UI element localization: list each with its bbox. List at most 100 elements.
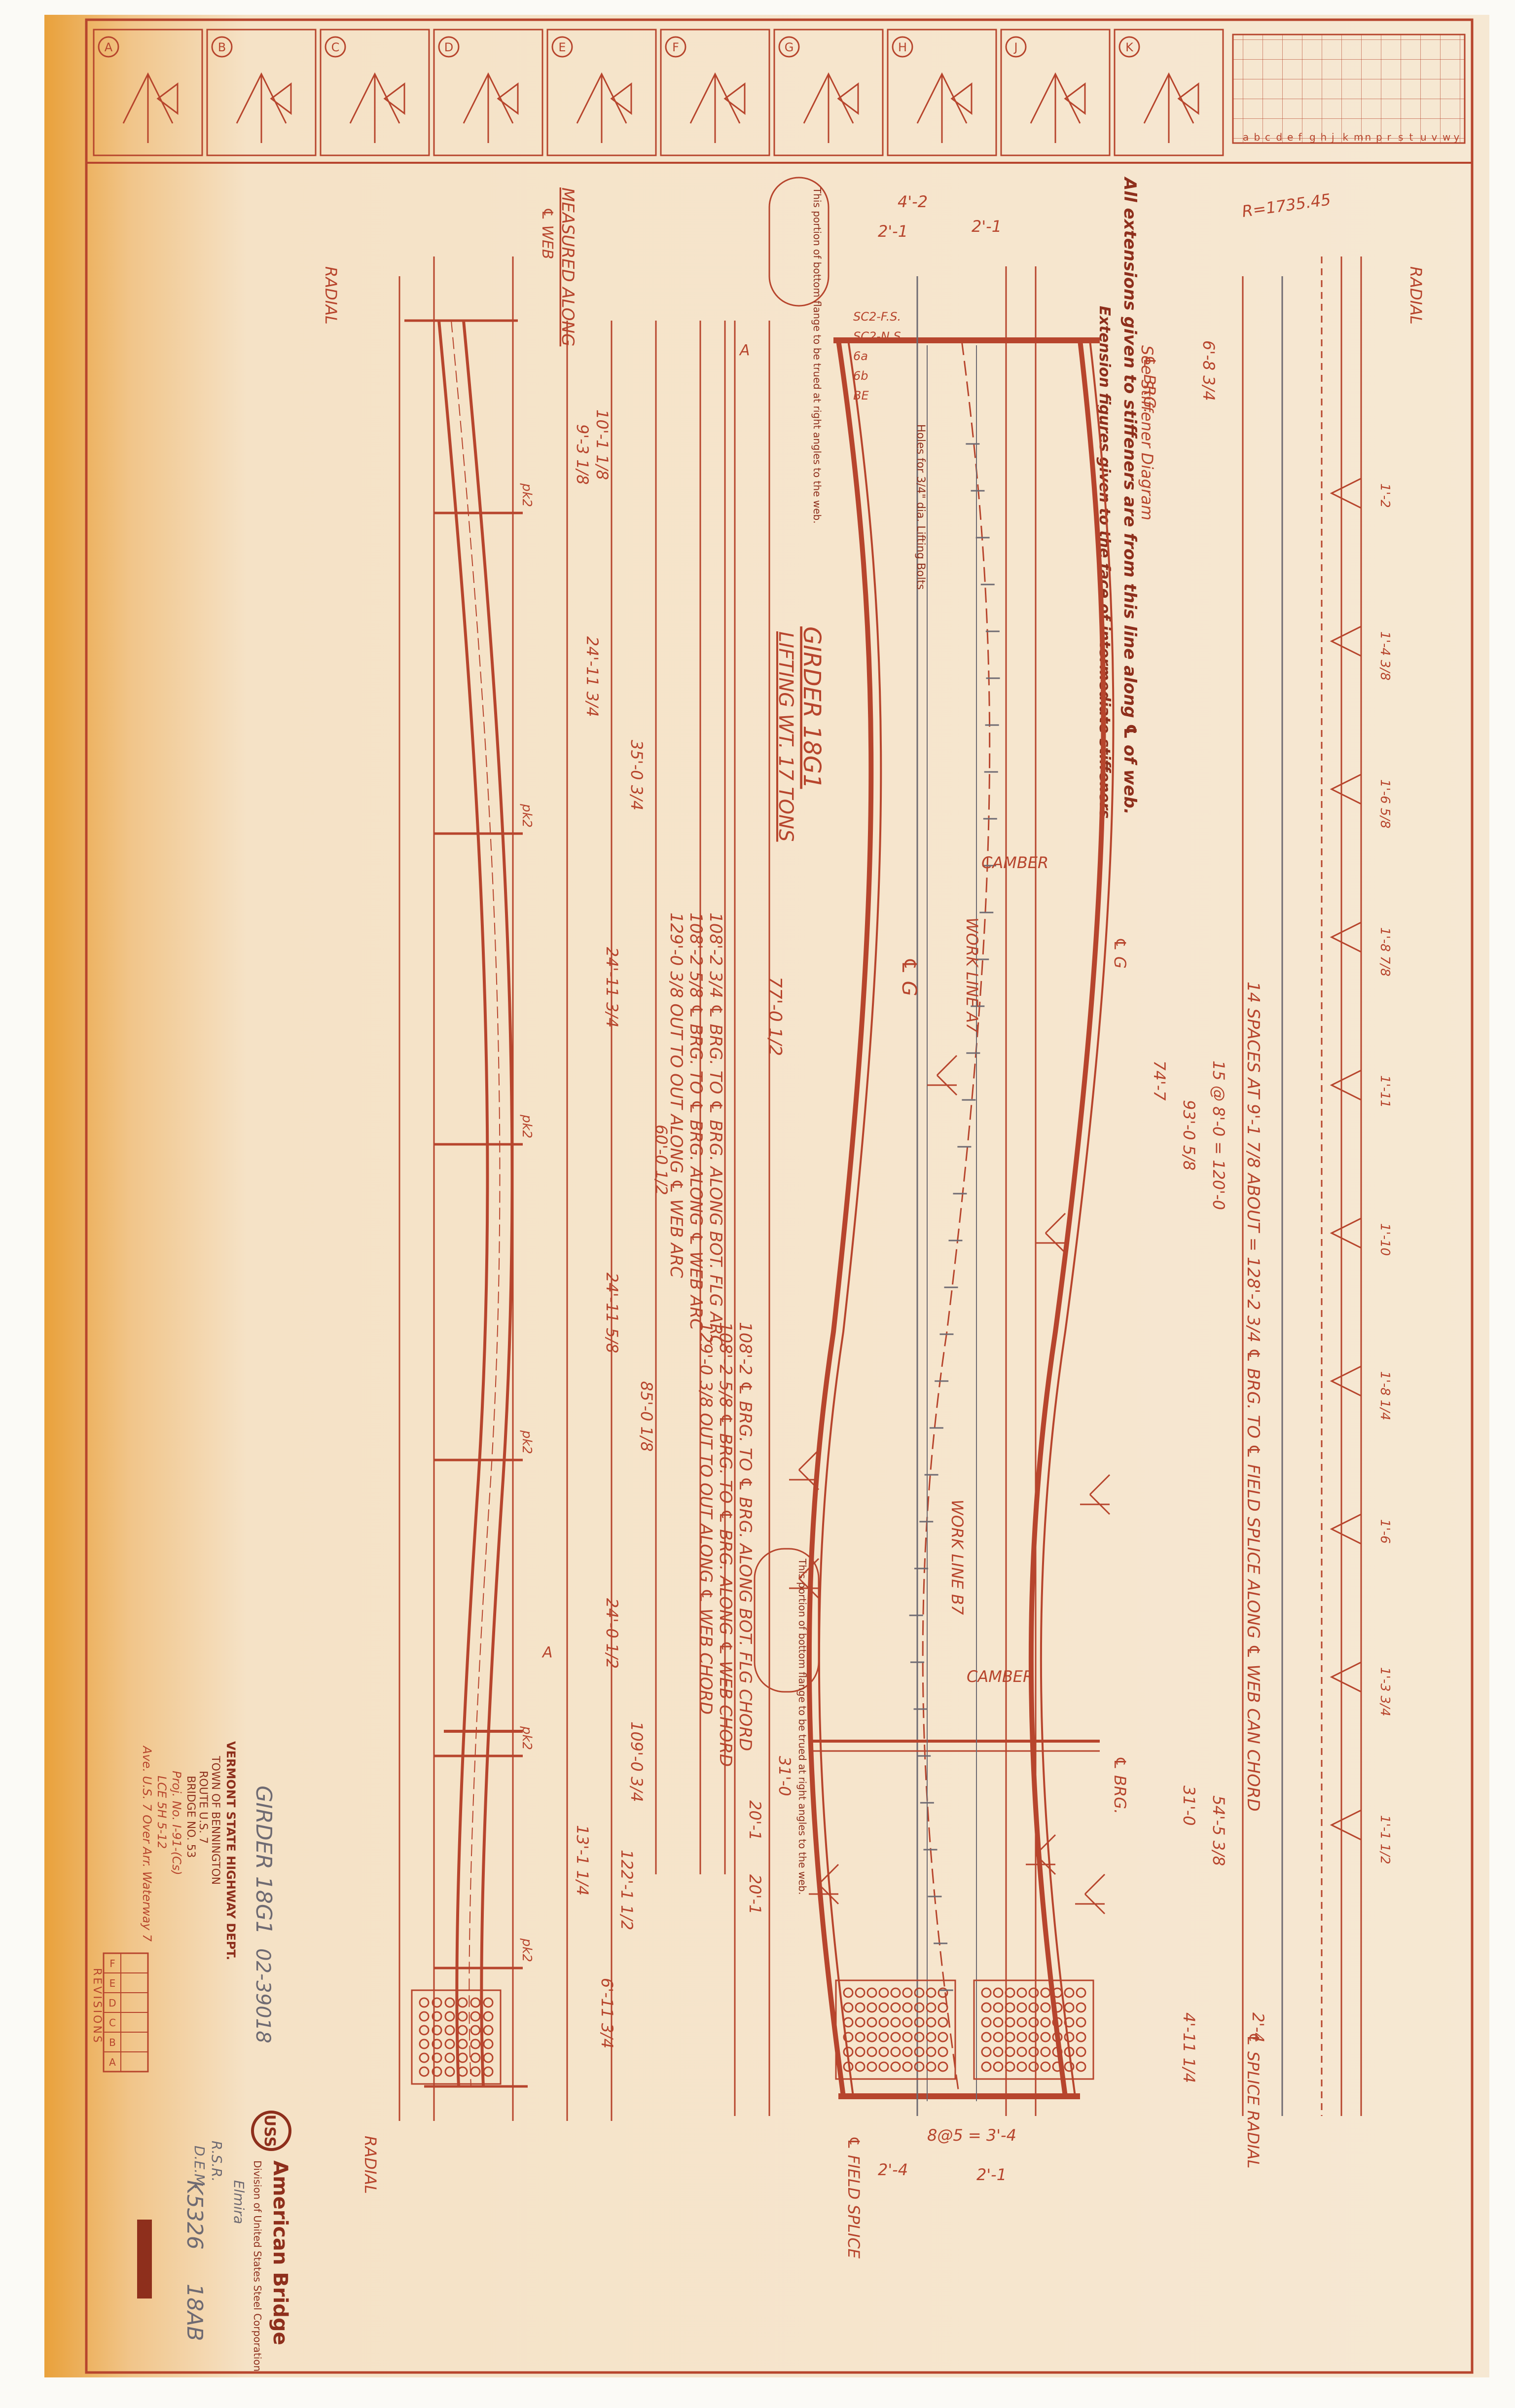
svg-text:s: s	[1398, 131, 1403, 143]
girder-cl-label-2: ℄ G	[1111, 937, 1129, 969]
bot-60: 60'-0 1/2	[652, 1125, 671, 1195]
bolt-2-4: 2'-4	[878, 2160, 908, 2179]
camber-top: CAMBER	[981, 853, 1048, 872]
centerline-20: 20'-1	[746, 1800, 764, 1840]
brg-right: ℄ BRG.	[1140, 355, 1159, 413]
girder-mark: GIRDER 18G1	[251, 1786, 276, 1934]
weld-cell-b: B	[206, 29, 317, 156]
svg-text:y: y	[1454, 131, 1460, 143]
svg-text:1'-10: 1'-10	[1377, 1223, 1392, 1256]
centerline-129: 129'-0 3/8 OUT TO OUT ALONG ℄ WEB ARC	[666, 912, 686, 1278]
svg-text:pk2: pk2	[519, 803, 534, 828]
svg-text:SC2-N.S.: SC2-N.S.	[853, 329, 904, 343]
svg-text:1'-4 3/8: 1'-4 3/8	[1377, 631, 1392, 681]
bottom-flange-plan	[398, 256, 726, 2121]
contract-no: 02-39018	[252, 1948, 274, 2043]
weld-cell-h: H	[887, 29, 997, 156]
radial-bottom: RADIAL	[361, 2136, 380, 2194]
svg-text:J: J	[1013, 40, 1017, 54]
svg-text:E: E	[109, 1977, 116, 1989]
dim-2-4: 2'-4	[1249, 2012, 1267, 2043]
stiffener-diagram	[1242, 256, 1362, 2116]
town: TOWN OF BENNINGTON	[209, 1755, 221, 1885]
svg-text:G: G	[785, 40, 794, 54]
svg-text:This portion of bottom flange: This portion of bottom flange to be true…	[796, 1558, 808, 1895]
svg-text:d: d	[1276, 131, 1283, 143]
bridge: BRIDGE NO. 53	[184, 1776, 197, 1858]
weld-cell-e: E	[546, 29, 657, 156]
centerline-108b: 108'-2 5/8 ℄ BRG. TO ℄ BRG. ALONG ℄ WEB …	[686, 912, 706, 1330]
dim-6-8: 6'-8 3/4	[1199, 340, 1218, 401]
svg-text:1'-11: 1'-11	[1377, 1075, 1392, 1108]
portion-note-bottom-box: This portion of bottom flange to be true…	[754, 1548, 820, 1895]
svg-text:USS: USS	[261, 2115, 278, 2147]
bot-35: 35'-0 3/4	[627, 740, 646, 810]
svg-text:t: t	[1409, 131, 1413, 143]
section-mark: A	[541, 1644, 553, 1661]
svg-text:n: n	[1365, 131, 1371, 143]
svg-text:h: h	[1321, 131, 1327, 143]
svg-text:r: r	[1387, 131, 1392, 143]
svg-text:pk2: pk2	[519, 483, 534, 507]
centerline-77: 77'-0 1/2	[765, 977, 785, 1056]
svg-text:pk2: pk2	[519, 1938, 534, 1962]
svg-text:1'-8 1/4: 1'-8 1/4	[1377, 1371, 1392, 1421]
svg-text:6a: 6a	[853, 349, 868, 363]
svg-text:k: k	[1343, 131, 1349, 143]
work-line-b: WORK LINE B7	[948, 1499, 967, 1615]
measured-along: MEASURED ALONG	[558, 187, 577, 346]
radial-top-2: RADIAL	[1407, 266, 1425, 325]
svg-text:A: A	[105, 40, 113, 54]
svg-text:SC2-F.S.: SC2-F.S.	[853, 310, 901, 324]
radial-top: RADIAL	[322, 266, 340, 325]
measured-along-web: ℄ WEB	[539, 207, 556, 259]
svg-text:f: f	[1299, 131, 1302, 143]
lifting-weight: LIFTING WT. 17 TONS	[774, 631, 797, 841]
stiffener-ticks	[909, 443, 1000, 1991]
svg-text:BE: BE	[853, 389, 869, 402]
svg-text:pk2: pk2	[519, 1114, 534, 1138]
paper-background	[44, 15, 1489, 2377]
svg-text:6b: 6b	[853, 369, 868, 383]
svg-text:j: j	[1331, 131, 1335, 143]
svg-text:w: w	[1443, 131, 1450, 143]
bot-13: 13'-1 1/4	[573, 1825, 592, 1896]
splice-bolt-groups	[411, 1979, 1094, 2085]
svg-text:c: c	[1265, 131, 1270, 143]
brg-left: ℄ BRG.	[1111, 1756, 1129, 1814]
splice-radial: ℄ SPLICE RADIAL	[1244, 2032, 1262, 2168]
svg-text:B: B	[218, 40, 226, 54]
company-logo: USS	[251, 2111, 291, 2151]
svg-text:g: g	[1309, 131, 1316, 143]
weld-cell-k: K	[1114, 29, 1224, 156]
holes-note: Holes for 3/4" dia. Lifting Bolts	[914, 424, 927, 590]
weld-cell-d: D	[433, 29, 543, 156]
dim-2-1-a: 2'-1	[878, 222, 908, 241]
svg-text:p: p	[1376, 131, 1382, 143]
sheet-bar	[137, 2220, 152, 2299]
svg-text:F: F	[672, 40, 679, 54]
svg-text:1'-6: 1'-6	[1377, 1519, 1392, 1544]
centerline-108a: 108'-2 3/4 ℄ BRG. TO ℄ BRG. ALONG BOT. F…	[706, 912, 725, 1347]
svg-text:D: D	[108, 1997, 116, 2009]
checked-by: D.E.M.	[191, 2146, 208, 2190]
girder-title: GIRDER 18G1	[798, 626, 826, 789]
svg-text:1'-2: 1'-2	[1377, 483, 1392, 508]
svg-text:a: a	[1243, 131, 1249, 143]
bot-122: 122'-1 1/2	[617, 1850, 636, 1930]
see-stiffener-note: See Stiffener Diagram	[1138, 345, 1156, 520]
centerline-20b: 20'-1	[746, 1874, 764, 1914]
camber-bottom: CAMBER	[967, 1667, 1034, 1686]
route: ROUTE U.S. 7	[197, 1771, 209, 1844]
extension-note: All extensions given to stiffeners are f…	[1120, 176, 1140, 815]
weld-cell-f: F	[660, 29, 770, 156]
bolt-2-1: 2'-1	[976, 2165, 1007, 2184]
centerline-129b: 129'-0 3/8 OUT TO OUT ALONG ℄ WEB CHORD	[696, 1322, 716, 1715]
bot-109: 109'-0 3/4	[627, 1721, 646, 1802]
portion-note-top-box: This portion of bottom flange to be true…	[768, 177, 830, 524]
